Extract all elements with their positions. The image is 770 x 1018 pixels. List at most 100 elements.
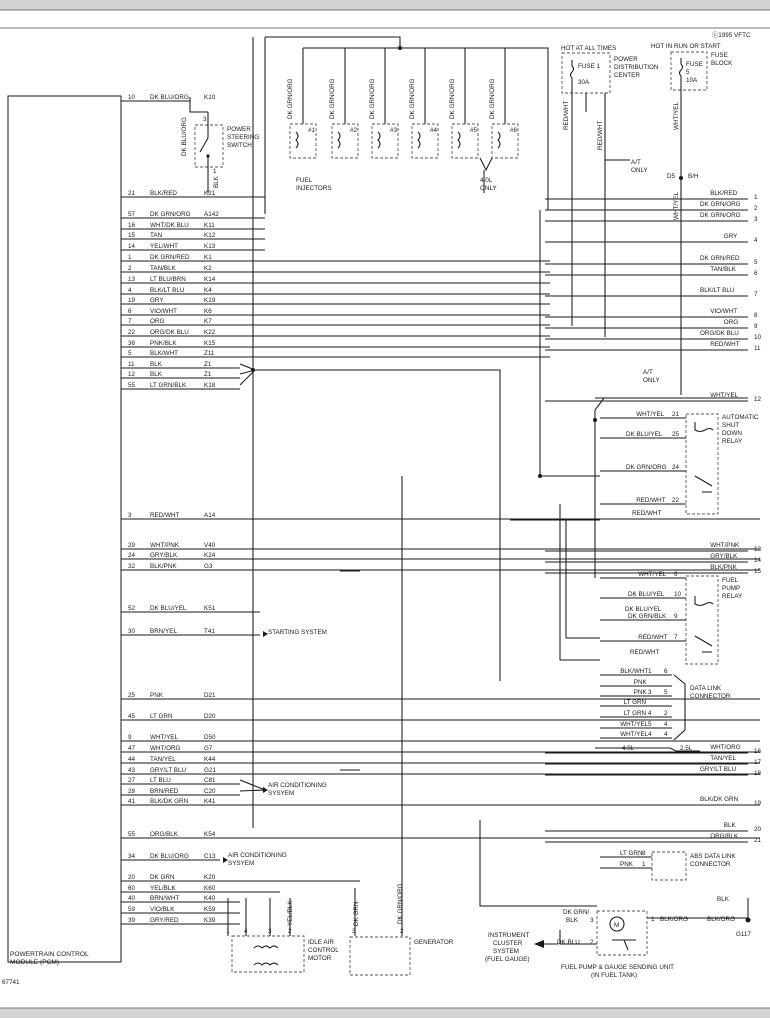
wire-path: [594, 397, 748, 578]
asd-extra-wire: RED/WHT: [632, 510, 662, 517]
pcm-pin-circuit: C13: [204, 853, 216, 860]
asd-pin-wire: RED/WHT: [636, 497, 666, 504]
right-terminal-number: 9: [754, 323, 758, 330]
right-terminal-wire: DK GRN/ORG: [700, 212, 741, 219]
pcm-pin-number: 43: [128, 767, 136, 774]
pcm-pin-circuit: K39: [204, 917, 216, 924]
top-border: [0, 0, 770, 10]
asd-pin-wire: WHT/YEL: [636, 411, 664, 418]
pcm-pin-number: 25: [128, 692, 136, 699]
pcm-pin-wire: WHT/DK BLU: [150, 222, 189, 229]
fp-pin-wire: WHT/YEL: [638, 571, 666, 578]
dlc-row-wire: LT GRN: [624, 699, 647, 706]
pcm-pin-number: 36: [128, 340, 136, 347]
asd-pin-number: 25: [672, 431, 680, 438]
pcm-pin-wire: GRY/RED: [150, 917, 179, 924]
iac-line1: IDLE AIR: [308, 939, 334, 946]
pcm-pin-wire: VIO/BLK: [150, 906, 175, 913]
pcm-pin-circuit: K11: [204, 222, 215, 229]
pump-motor: [609, 916, 625, 932]
right-terminal-number: 6: [754, 270, 758, 277]
dlc-row-wire: BLK/WHT: [620, 668, 648, 675]
pcm-pin-wire: ORG/DK BLU: [150, 329, 189, 336]
pcm-pin-number: 47: [128, 745, 136, 752]
asd-pin-number: 22: [672, 497, 680, 504]
pcm-pin-circuit: K54: [204, 831, 216, 838]
wire-path: [400, 47, 549, 210]
injector-wire: DK GRN/ORG: [329, 78, 336, 119]
asd-relay-box: [685, 413, 719, 515]
hot-in-run: HOT IN RUN OR START: [651, 43, 721, 50]
right-terminal-number: 8: [754, 312, 758, 319]
splice-dot: [398, 46, 402, 50]
pcm-pin-number: 55: [128, 382, 136, 389]
ac-system-1-line1: AIR CONDITIONING: [268, 782, 327, 789]
pcm-pin-number: 6: [128, 308, 132, 315]
fuse-block-fuse: [678, 58, 684, 88]
abs-link-line2: CONNECTOR: [690, 861, 731, 868]
pcm-pin-circuit: A142: [204, 211, 219, 218]
copyright: ⓒ1995 VFTC: [712, 31, 751, 39]
pcm-pin-wire: DK GRN: [150, 874, 175, 881]
right-terminal-wire: TAN/BLK: [710, 266, 737, 273]
pcm-pin-circuit: K24: [204, 552, 216, 559]
pcm-pin-number: 11: [128, 361, 135, 368]
injector-number: #6: [510, 127, 518, 134]
pcm-pin-number: 40: [128, 895, 136, 902]
pcm-pin-circuit: G21: [204, 767, 216, 774]
pcm-pin-number: 24: [128, 552, 136, 559]
abs-link-line1: ABS DATA LINK: [690, 853, 736, 860]
injector-coil: [337, 131, 341, 149]
data-link-bracket: [673, 674, 686, 741]
wire-path: [479, 820, 597, 907]
right-terminal-number: 19: [754, 800, 762, 807]
pcm-pin-number: 15: [128, 232, 136, 239]
pcm-pin-number: 20: [128, 874, 136, 881]
pcm-pin-number: 55: [128, 831, 136, 838]
ps-switch-box: [194, 124, 224, 168]
ps-pin1: 1: [213, 168, 217, 175]
splice-dot: [538, 474, 542, 478]
right-terminal-number: 10: [754, 334, 762, 341]
pcm-pin-circuit: A14: [204, 512, 216, 519]
pcm-pin-wire: TAN/YEL: [150, 756, 176, 763]
fuse-block-box: [670, 51, 708, 91]
engine-25: 2.5L: [680, 745, 693, 752]
pcm-pin-number: 59: [128, 906, 136, 913]
pcm-pin-number: 21: [128, 190, 136, 197]
splice-tag: B/H: [688, 173, 699, 180]
right-terminal-wire: RED/WHT: [710, 341, 740, 348]
pcm-pin-circuit: K18: [204, 382, 216, 389]
fp-pin-wire: DK GRN/BLK: [628, 613, 667, 620]
pcm-pin-number: 3: [128, 512, 132, 519]
red-wht-vertical-1: RED/WHT: [563, 100, 570, 130]
abs-row-pin: 1: [642, 861, 646, 868]
right-terminal-number: 16: [754, 748, 762, 755]
ps-switch-contact: [199, 112, 209, 184]
fuel-injector: #4DK GRN/ORG: [409, 48, 439, 159]
pcm-pin-circuit: Z11: [204, 350, 215, 357]
pcm-pin-circuit: C20: [204, 788, 216, 795]
pcm-pin-circuit: K2: [204, 265, 212, 272]
fp-relay-line3: RELAY: [722, 593, 743, 600]
injector-wire: DK GRN/ORG: [409, 78, 416, 119]
pcm-pin-wire: PNK: [150, 692, 164, 699]
pcm-pin-wire: WHT/ORG: [150, 745, 181, 752]
right-terminal-number: 14: [754, 557, 762, 564]
splice-dot: [679, 176, 683, 180]
pcm-pin-wire: DK GRN/ORG: [150, 211, 191, 218]
sending-unit-box: [596, 910, 648, 956]
injector-label-1: FUEL: [296, 177, 313, 184]
pcm-pin-wire: DK BLU/ORG: [150, 853, 189, 860]
pcm-pin-number: 22: [128, 329, 136, 336]
pdc-fuse-name: FUSE 1: [578, 63, 601, 70]
wire-path: [340, 548, 360, 771]
pdc-fuse: [569, 60, 575, 86]
su-pin-3: 3: [590, 917, 594, 924]
dlc-row-pin: 4: [648, 710, 652, 717]
dlc-row-wire: LT GRN: [624, 710, 647, 717]
su-wire-blk-top: BLK: [717, 896, 730, 903]
